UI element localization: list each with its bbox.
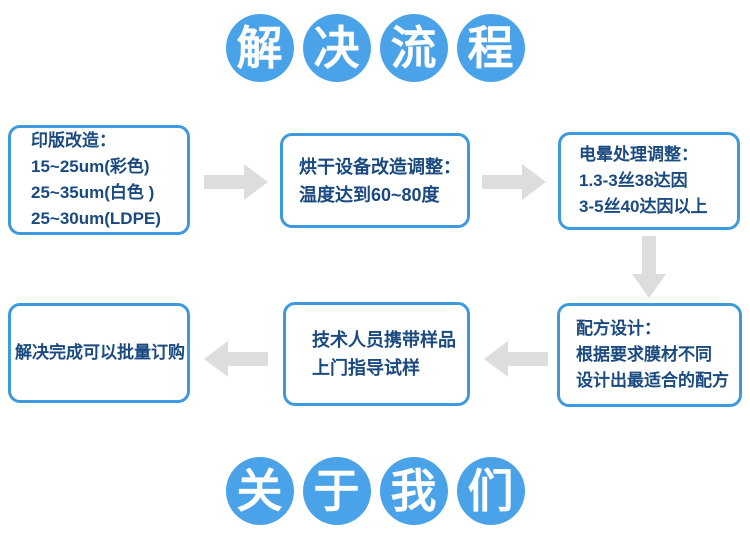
arrow-left-icon xyxy=(484,341,548,377)
flow-step-text: 技术人员携带样品 xyxy=(312,330,456,350)
flow-step-technician-onsite-trial: 技术人员携带样品 上门指导试样 xyxy=(283,302,470,406)
flow-step-drying-equipment-adjustment: 烘干设备改造调整： 温度达到60~80度 xyxy=(280,133,470,228)
title-circle: 程 xyxy=(456,14,525,82)
flow-step-text: 15~25um(彩色) xyxy=(31,157,150,176)
flow-step-text: 上门指导试样 xyxy=(312,358,420,378)
flow-step-text: 电晕处理调整： xyxy=(579,145,698,164)
title-char: 解 xyxy=(236,22,283,74)
flow-step-text: 根据要求膜材不同 xyxy=(576,345,712,364)
title-char: 我 xyxy=(390,465,437,517)
title-circle: 我 xyxy=(379,457,448,525)
arrow-down-icon xyxy=(632,236,666,298)
arrow-right-icon xyxy=(482,164,546,200)
flow-step-text: 3-5丝40达因以上 xyxy=(579,197,708,216)
title-char: 程 xyxy=(467,22,514,74)
title-circle: 解 xyxy=(225,14,294,82)
title-circle: 决 xyxy=(302,14,371,82)
flow-step-text: 设计出最适合的配方 xyxy=(576,371,729,390)
flow-step-text: 25~30um(LDPE) xyxy=(31,209,161,228)
title-char: 流 xyxy=(390,22,437,74)
flow-step-text: 1.3-3丝38达因 xyxy=(579,171,688,190)
solution-process-title: 解 决 流 程 xyxy=(0,14,750,82)
flow-step-print-plate-modification: 印版改造： 15~25um(彩色) 25~35um(白色 ) 25~30um(L… xyxy=(8,125,190,235)
flow-step-text: 25~35um(白色 ) xyxy=(31,183,155,202)
flow-step-text: 烘干设备改造调整： xyxy=(299,156,461,177)
title-char: 决 xyxy=(313,22,360,74)
title-circle: 流 xyxy=(379,14,448,82)
title-circle: 们 xyxy=(456,457,525,525)
flow-step-formula-design: 配方设计： 根据要求膜材不同 设计出最适合的配方 xyxy=(557,303,742,407)
flow-step-text: 印版改造： xyxy=(31,131,116,150)
arrow-right-icon xyxy=(204,164,268,200)
title-char: 关 xyxy=(236,465,283,517)
arrow-left-icon xyxy=(204,341,268,377)
title-circle: 关 xyxy=(225,457,294,525)
title-char: 们 xyxy=(467,465,514,517)
flow-step-text: 配方设计： xyxy=(576,319,661,338)
title-circle: 于 xyxy=(302,457,371,525)
about-us-title: 关 于 我 们 xyxy=(0,457,750,525)
flow-step-text: 解决完成可以批量订购 xyxy=(15,343,185,362)
flow-step-bulk-order: 解决完成可以批量订购 xyxy=(8,303,190,403)
title-char: 于 xyxy=(313,465,360,517)
flow-step-corona-treatment-adjustment: 电晕处理调整： 1.3-3丝38达因 3-5丝40达因以上 xyxy=(558,132,740,230)
flow-step-text: 温度达到60~80度 xyxy=(299,184,440,205)
